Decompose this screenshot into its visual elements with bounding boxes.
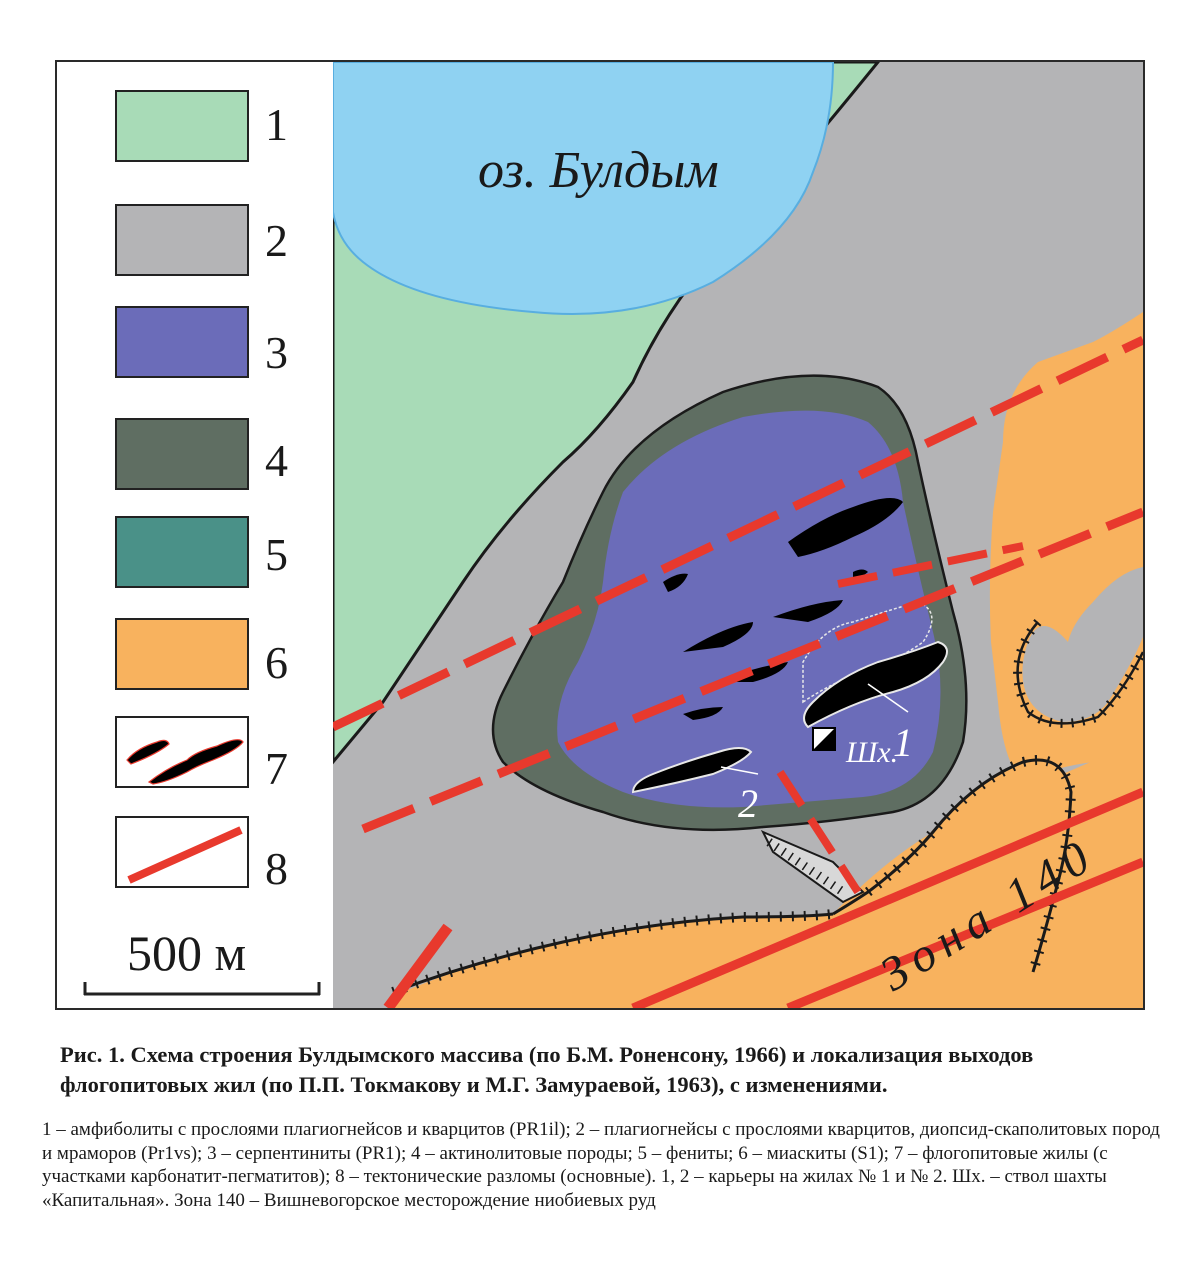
outlier-hatch <box>1013 619 1143 728</box>
legend-num-8: 8 <box>265 843 288 894</box>
caption-body: 1 – амфиболиты с прослоями плагиогнейсов… <box>42 1119 1160 1211</box>
legend-num-3: 3 <box>265 327 288 378</box>
map-figure: 1 2 3 4 5 6 7 8 500 м <box>55 60 1145 1010</box>
fault-line-upper <box>333 335 1143 732</box>
fault-line-lower <box>361 507 1143 834</box>
scale-bar <box>83 982 321 996</box>
gray-outlier <box>1022 567 1143 722</box>
legend-num-7: 7 <box>265 743 288 794</box>
caption-title: Рис. 1. Схема строения Булдымского масси… <box>60 1042 1034 1097</box>
lake-label: оз. Булдым <box>478 142 719 199</box>
fault-line-short <box>837 542 1024 588</box>
fault-line-southwest <box>383 923 453 1008</box>
quarry-1-label: 1 <box>893 720 913 765</box>
shaft-symbol-icon <box>812 727 836 751</box>
vein-major-upper <box>788 498 903 557</box>
legend-swatch-actinolite <box>115 418 249 490</box>
fault-line-south-1 <box>631 787 1143 1008</box>
south-contact <box>392 912 834 994</box>
legend-swatch-miaskite <box>115 618 249 690</box>
quarry-1-leader <box>867 683 909 713</box>
fault-line-symbol-icon <box>127 826 243 884</box>
legend-swatch-amphibolite <box>115 90 249 162</box>
vein-quarry-1 <box>803 640 948 729</box>
quarry-2-label: 2 <box>738 781 758 826</box>
legend-panel: 1 2 3 4 5 6 7 8 500 м <box>57 62 335 1008</box>
lake-buldym <box>333 62 835 315</box>
legend-num-1: 1 <box>265 99 288 150</box>
legend-swatch-fault <box>115 816 249 888</box>
legend-swatch-vein <box>115 716 249 788</box>
scale-label: 500 м <box>127 925 247 981</box>
legend-num-2: 2 <box>265 215 288 266</box>
legend-swatch-serpentinite <box>115 306 249 378</box>
zone-140-lobe <box>833 760 1071 1008</box>
fault-line-south-2 <box>786 857 1143 1008</box>
legend-num-5: 5 <box>265 529 288 580</box>
legend-swatch-fenite <box>115 516 249 588</box>
legend-swatch-plagiogneiss <box>115 204 249 276</box>
vein-quarry-2 <box>631 747 753 794</box>
vein-dot <box>853 569 868 577</box>
quarry-2-leader <box>720 766 759 775</box>
fault-line-cross <box>776 769 862 895</box>
vein-left-2 <box>683 622 753 652</box>
vein-mid <box>773 600 843 622</box>
legend-num-4: 4 <box>265 435 288 486</box>
vein-left-1 <box>663 573 688 592</box>
shaft-label: Шх. <box>845 736 898 769</box>
quarry-dump <box>760 830 865 904</box>
legend-num-6: 6 <box>265 637 288 688</box>
geological-map: оз. Булдым 1 2 Шх. Зона 140 <box>333 62 1143 1008</box>
vein-symbol-icon <box>126 739 244 785</box>
vein-left-4 <box>683 707 723 720</box>
